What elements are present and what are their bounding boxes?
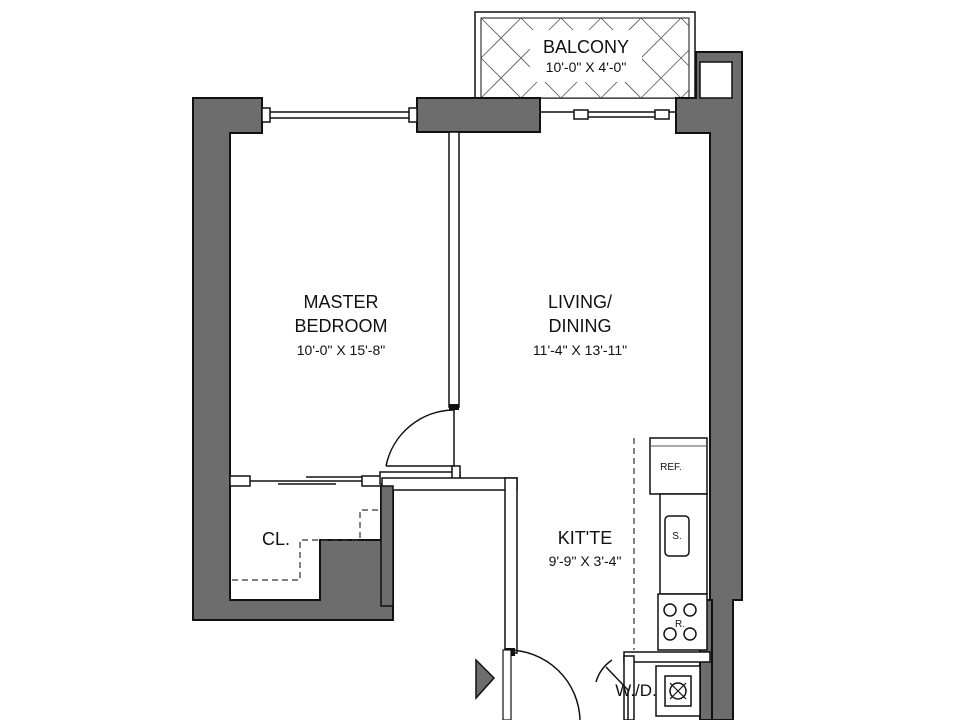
bedroom-door[interactable] — [385, 409, 455, 470]
sink — [664, 515, 690, 557]
entry-arrow-icon — [475, 658, 496, 700]
wd-door — [605, 666, 629, 720]
kitchenette-label: KIT'TE 9'-9" X 3'-4" — [549, 528, 622, 569]
closet-label: CL. — [262, 529, 290, 549]
washer-dryer-label: W./D. — [615, 681, 657, 700]
balcony-label: BALCONY 10'-0" X 4'-0" — [543, 37, 629, 75]
closet-shelf-outline — [232, 509, 381, 581]
range — [657, 593, 708, 651]
corridor-walls — [380, 477, 518, 656]
partition-bedroom-living — [448, 131, 460, 410]
kitchenette-counter — [633, 437, 708, 651]
balcony-sliding-door[interactable] — [540, 109, 676, 120]
wall-top-middle — [416, 97, 541, 133]
refrigerator-label: REF. — [660, 462, 682, 473]
washer-dryer-unit — [655, 665, 701, 717]
master-bedroom-label: MASTER BEDROOM 10'-0" X 15'-8" — [294, 292, 387, 358]
shaft — [699, 61, 733, 99]
balcony — [474, 11, 696, 99]
entry-door[interactable] — [502, 649, 581, 720]
bedroom-window — [261, 107, 418, 123]
washer-dryer-closet — [595, 651, 711, 720]
balcony-dims: 10'-0" X 4'-0" — [546, 59, 627, 75]
living-dining-name-1: LIVING/ — [548, 292, 612, 312]
wall-left — [192, 97, 394, 621]
kitchenette-dims: 9'-9" X 3'-4" — [549, 553, 622, 569]
kitchenette-name: KIT'TE — [558, 528, 612, 548]
sink-label: S. — [672, 531, 681, 542]
living-dining-dims: 11'-4" X 13'-11" — [533, 342, 627, 358]
master-bedroom-name-1: MASTER — [303, 292, 378, 312]
refrigerator — [649, 437, 708, 495]
living-dining-label: LIVING/ DINING 11'-4" X 13'-11" — [533, 292, 627, 358]
wall-right — [675, 51, 743, 720]
range-label: R. — [675, 619, 685, 630]
master-bedroom-dims: 10'-0" X 15'-8" — [297, 342, 385, 358]
balcony-name: BALCONY — [543, 37, 629, 57]
living-dining-name-2: DINING — [549, 316, 612, 336]
master-bedroom-name-2: BEDROOM — [294, 316, 387, 336]
